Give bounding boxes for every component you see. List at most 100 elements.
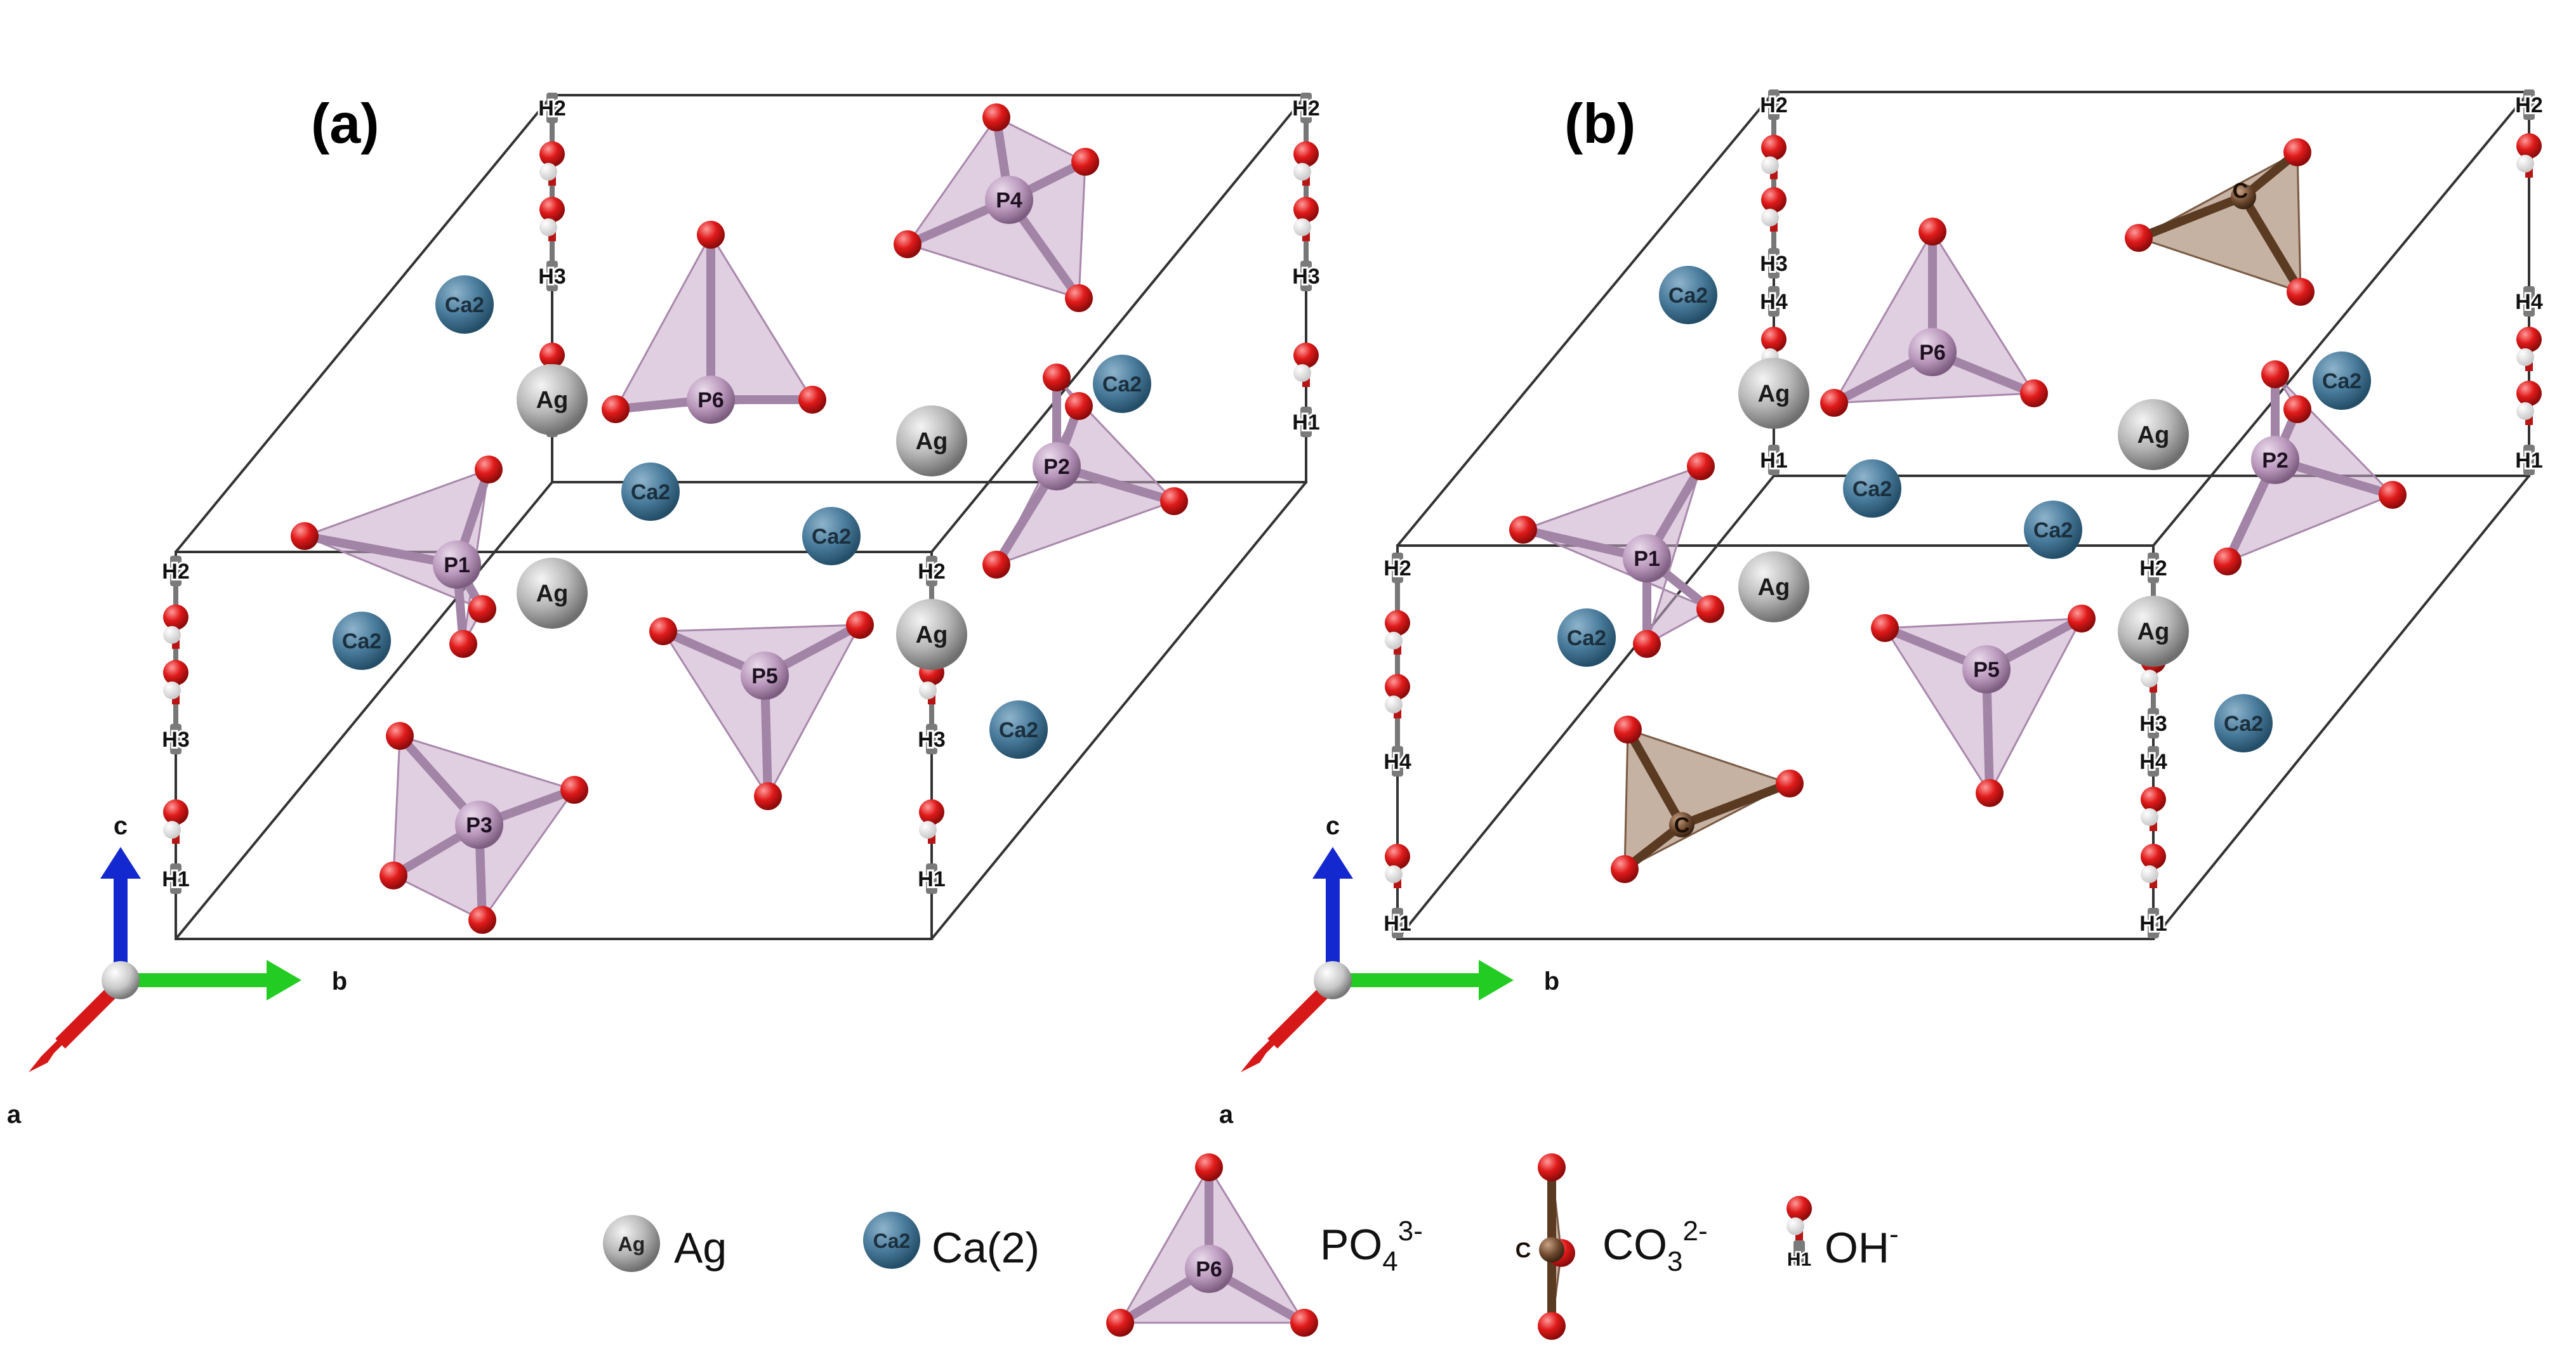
- ca2-atom: Ca2: [621, 462, 680, 521]
- p-o-bond: [303, 532, 458, 569]
- ag-label: Ag: [916, 622, 948, 648]
- h-bond-stick: [2523, 286, 2535, 317]
- hydrogen-label: H3: [1760, 252, 1787, 276]
- po4-tetrahedron: P4: [894, 103, 1099, 312]
- a-axis-arrowhead-wide: [1241, 1030, 1290, 1072]
- ca2-label: Ca2: [1853, 477, 1892, 501]
- oxygen-atom: [1696, 595, 1724, 623]
- oh-h1-site: H1: [1290, 343, 1322, 437]
- ca2-label: Ca2: [999, 718, 1038, 742]
- h-bond-stick: [1768, 286, 1780, 317]
- oxygen-atom: [2283, 138, 2311, 166]
- b-axis-shaft: [1345, 973, 1482, 987]
- phosphorus-atom: [741, 652, 789, 700]
- ca2-sphere: [333, 612, 391, 670]
- ca2-sphere: [989, 700, 1048, 759]
- h-bond-stick: [1300, 93, 1312, 123]
- c-o-bond: [2239, 194, 2305, 294]
- ag-atom: Ag: [2118, 596, 2189, 667]
- ca2-label: Ca2: [1567, 626, 1606, 650]
- ca2-atom: Ca2: [1093, 355, 1151, 413]
- hydrogen-atom: [919, 681, 937, 700]
- hydrogen-atom: [2516, 155, 2534, 173]
- h-bond-stick: [2148, 708, 2159, 738]
- phosphorus-atom: [433, 541, 481, 589]
- hydrogen-label: H1: [162, 867, 189, 891]
- c-axis-arrowhead: [100, 847, 141, 879]
- hydrogen-label: H2: [2139, 556, 2167, 580]
- h-bond-stick: [2148, 746, 2159, 777]
- h-bond-stick: [170, 863, 182, 894]
- legend-ag-sphere: [603, 1215, 660, 1272]
- ca2-atom: Ca2: [2214, 694, 2273, 752]
- legend-co3-label: CO32-: [1602, 1216, 1708, 1277]
- oxygen-atom: [560, 776, 588, 804]
- phosphorus-atom: [1962, 645, 2011, 693]
- axis-triad-b: cba: [1219, 812, 1559, 1129]
- hydrogen-atom: [1385, 631, 1403, 650]
- b-axis-shaft: [133, 973, 270, 987]
- oxygen-atom: [2125, 224, 2153, 252]
- phosphorus-label: P5: [751, 664, 778, 688]
- h-bond-stick: [926, 724, 937, 754]
- a-axis-shaft: [55, 988, 116, 1049]
- ag-sphere: [2118, 596, 2189, 667]
- oh-h4-site: H4: [1758, 286, 1790, 371]
- phosphorus-label: P4: [996, 188, 1022, 213]
- oxygen-atom: [649, 617, 677, 645]
- ca2-atom: Ca2: [802, 507, 861, 565]
- phosphorus-atom: [1033, 442, 1081, 490]
- co3-triangle: C: [1611, 716, 1804, 883]
- hydrogen-label: H2: [538, 96, 565, 121]
- po4-tetrahedron: P6: [1820, 218, 2048, 417]
- oxygen-atom: [982, 551, 1010, 579]
- a-axis-shaft: [1267, 988, 1328, 1049]
- po4-tetrahedron: P5: [1871, 605, 2096, 807]
- oxygen-atom: [1820, 389, 1848, 417]
- hydrogen-label: H4: [1760, 290, 1788, 314]
- oh-h1-site: H1: [2513, 381, 2545, 475]
- hydrogen-label: H4: [1384, 750, 1411, 774]
- c-axis-shaft: [1326, 875, 1340, 967]
- oxygen-atom: [754, 782, 782, 810]
- oh-h1-site: H1: [160, 799, 192, 894]
- hydrogen-label: H3: [918, 728, 945, 752]
- hydrogen-label: H2: [1292, 96, 1319, 121]
- ca2-label: Ca2: [2322, 369, 2361, 393]
- hydrogen-atom: [1293, 162, 1311, 181]
- c-o-bond: [1680, 779, 1792, 829]
- phosphorus-atom: [687, 376, 735, 424]
- ca2-atom: Ca2: [2313, 351, 2371, 410]
- legend: Ag Ag Ca2 Ca(2) P6 PO43- C CO32- H1 OH-: [603, 1153, 1899, 1340]
- oxygen-atom: [1976, 779, 2004, 807]
- oxygen-atom: [1160, 487, 1188, 515]
- hydrogen-label: H3: [538, 265, 565, 289]
- oxygen-atom: [163, 660, 188, 686]
- po4-tetrahedron: P3: [380, 722, 588, 934]
- po4-tetrahedron: P6: [602, 221, 826, 424]
- phosphorus-atom: [2251, 436, 2299, 484]
- ag-atom: Ag: [2118, 399, 2189, 470]
- ca2-label: Ca2: [2033, 518, 2073, 542]
- oxygen-atom: [2020, 379, 2048, 407]
- oh-h1-site: H1: [2137, 844, 2169, 938]
- legend-ag-symbol: Ag: [618, 1233, 645, 1256]
- oh-top-site: H2: [2513, 89, 2545, 178]
- hydrogen-atom: [2516, 348, 2534, 366]
- phosphorus-atom: [1623, 534, 1671, 582]
- oxygen-atom: [1071, 148, 1099, 176]
- oxygen-atom: [1293, 197, 1319, 223]
- po4-tetrahedron: P6: [1106, 1153, 1318, 1337]
- oxygen-atom: [1065, 392, 1093, 420]
- a-axis-arrowhead-wide: [29, 1030, 77, 1072]
- ca2-sphere: [1093, 355, 1151, 413]
- oxygen-atom: [1761, 187, 1787, 213]
- po4-tetrahedron: P2: [982, 364, 1188, 579]
- phosphorus-label: P6: [697, 388, 724, 412]
- po4-tetrahedron: P1: [1509, 452, 1724, 658]
- carbon-label: C: [1674, 813, 1690, 837]
- c-o-bond: [1623, 727, 1686, 827]
